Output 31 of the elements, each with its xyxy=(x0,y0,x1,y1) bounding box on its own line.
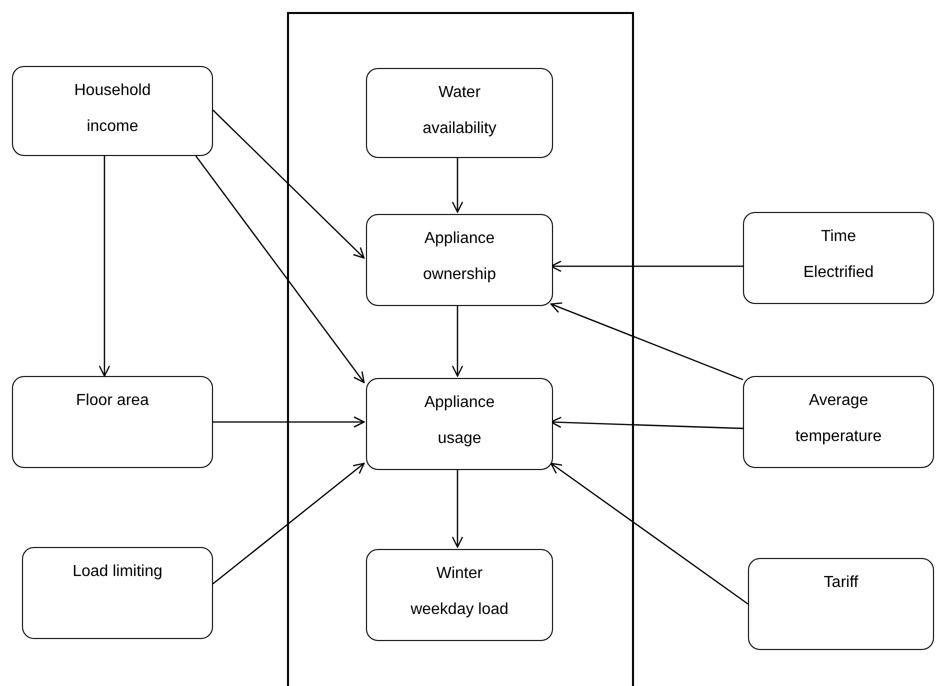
arrow xyxy=(213,416,365,428)
arrow xyxy=(550,462,748,605)
rounded-box xyxy=(743,376,934,468)
rounded-box xyxy=(366,378,553,470)
node-label: Time Electrified xyxy=(802,227,875,283)
node-label: Water availability xyxy=(422,83,498,139)
node-label: Load limiting xyxy=(72,562,164,582)
boundary-frame xyxy=(287,12,634,686)
rounded-box xyxy=(748,558,934,650)
rounded-box xyxy=(12,376,213,468)
arrow xyxy=(452,304,464,377)
rounded-box xyxy=(366,549,553,641)
rounded-box xyxy=(12,66,213,156)
arrow xyxy=(212,462,365,584)
arrow xyxy=(98,156,110,377)
node-label: Household income xyxy=(73,81,152,137)
node-label: Average temperature xyxy=(794,391,883,447)
arrow xyxy=(452,156,464,213)
rounded-box xyxy=(22,547,213,639)
rounded-box xyxy=(366,68,553,158)
node-label: Tariff xyxy=(822,573,860,593)
arrow xyxy=(195,156,365,384)
node-label: Appliance ownership xyxy=(422,229,497,285)
arrow xyxy=(452,468,464,548)
node-label: Floor area xyxy=(75,391,150,411)
node-label: Appliance usage xyxy=(423,393,496,449)
arrow xyxy=(550,302,744,380)
arrow xyxy=(212,110,365,259)
rounded-box xyxy=(366,214,553,306)
rounded-box xyxy=(743,212,934,304)
node-label: Winter weekday load xyxy=(410,564,510,620)
